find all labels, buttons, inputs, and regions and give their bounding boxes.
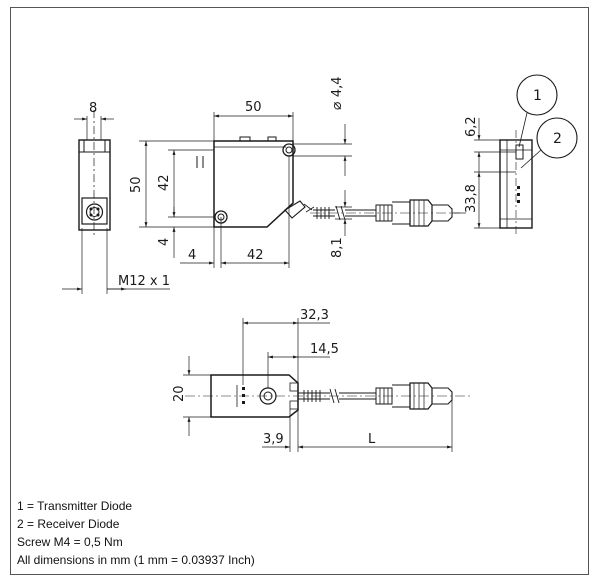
dim-8: 8 — [89, 101, 97, 116]
dim-32-3: 32,3 — [300, 308, 329, 323]
dim-3-9: 3,9 — [263, 432, 284, 447]
legend-dimensions: All dimensions in mm (1 mm = 0.03937 Inc… — [17, 553, 255, 567]
dim-20: 20 — [172, 385, 187, 402]
dim-42-bottom: 42 — [247, 248, 264, 263]
side-view — [139, 112, 466, 268]
callout-1: 1 — [533, 88, 542, 104]
dim-42-side: 42 — [157, 174, 172, 191]
legend-transmitter: 1 = Transmitter Diode — [17, 499, 133, 513]
dim-8-1: 8,1 — [330, 237, 345, 258]
legend: 1 = Transmitter Diode 2 = Receiver Diode… — [17, 497, 417, 569]
legend-receiver: 2 = Receiver Diode — [17, 517, 120, 531]
dim-4-4-diameter: ⌀ 4,4 — [329, 76, 345, 110]
callout-2: 2 — [553, 131, 562, 147]
front-view — [62, 110, 170, 294]
dim-50-side: 50 — [129, 176, 144, 193]
dim-14-5: 14,5 — [310, 342, 339, 357]
drawing-frame — [10, 7, 589, 575]
rear-view — [474, 74, 578, 234]
legend-screw: Screw M4 = 0,5 Nm — [17, 535, 123, 549]
dim-4-side: 4 — [157, 238, 172, 246]
dim-6-2: 6,2 — [464, 116, 479, 137]
dim-m12: M12 x 1 — [118, 274, 170, 289]
dim-50-top: 50 — [245, 100, 262, 115]
dim-L: L — [368, 432, 376, 447]
dim-4-bottom: 4 — [188, 248, 196, 263]
dim-33-8: 33,8 — [464, 184, 479, 213]
top-view — [183, 318, 470, 452]
